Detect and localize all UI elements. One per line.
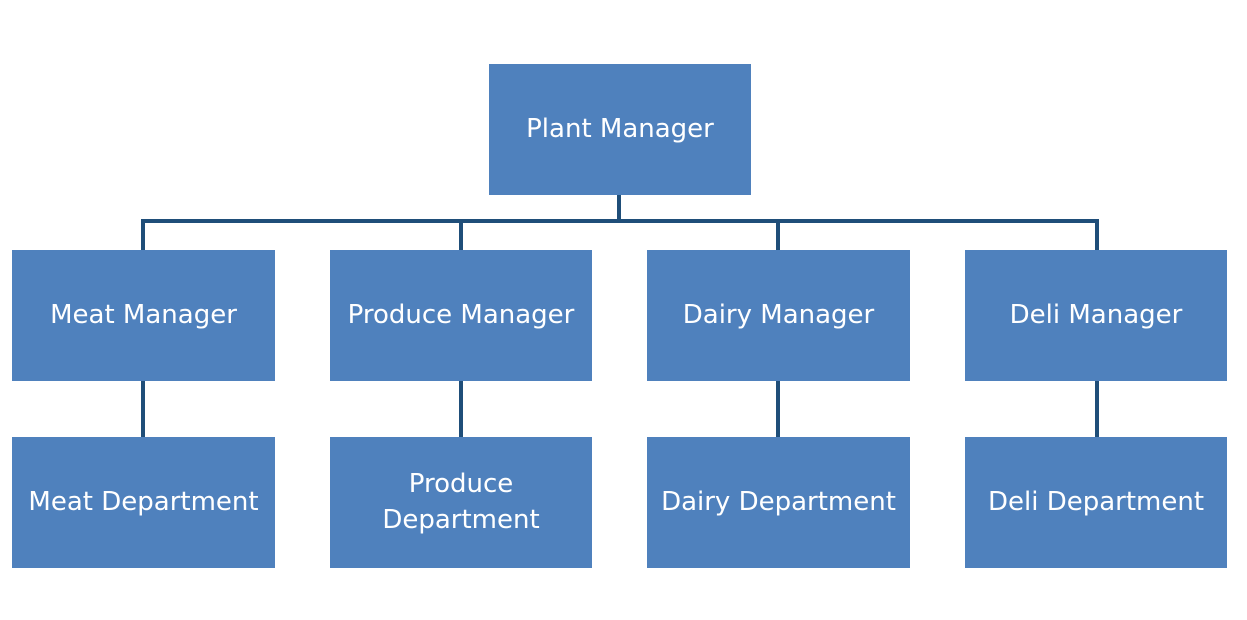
connector-dairy-manager-to-department <box>776 381 780 437</box>
dairy-department-label: Dairy Department <box>661 486 896 517</box>
dairy-manager-box: Dairy Manager <box>647 250 910 381</box>
produce-department-box: Produce Department <box>330 437 592 568</box>
meat-manager-box: Meat Manager <box>12 250 275 381</box>
connector-produce-manager-to-department <box>459 381 463 437</box>
dairy-department-box: Dairy Department <box>647 437 910 568</box>
connector-to-deli-manager <box>1095 219 1099 250</box>
connector-meat-manager-to-department <box>141 381 145 437</box>
produce-manager-label: Produce Manager <box>347 299 575 330</box>
deli-department-box: Deli Department <box>965 437 1227 568</box>
connector-to-dairy-manager <box>776 219 780 250</box>
deli-department-label: Deli Department <box>987 486 1205 517</box>
produce-manager-box: Produce Manager <box>330 250 592 381</box>
plant-manager-box: Plant Manager <box>489 64 751 195</box>
connector-horizontal-bar <box>141 219 1099 223</box>
connector-root-down <box>617 195 621 223</box>
meat-manager-label: Meat Manager <box>50 299 237 330</box>
meat-department-label: Meat Department <box>28 486 259 517</box>
deli-manager-label: Deli Manager <box>1009 299 1183 330</box>
connector-to-produce-manager <box>459 219 463 250</box>
connector-to-meat-manager <box>141 219 145 250</box>
produce-department-label: Produce Department <box>382 469 540 535</box>
connector-deli-manager-to-department <box>1095 381 1099 437</box>
deli-manager-box: Deli Manager <box>965 250 1227 381</box>
meat-department-box: Meat Department <box>12 437 275 568</box>
plant-manager-label: Plant Manager <box>526 113 714 144</box>
dairy-manager-label: Dairy Manager <box>682 299 875 330</box>
